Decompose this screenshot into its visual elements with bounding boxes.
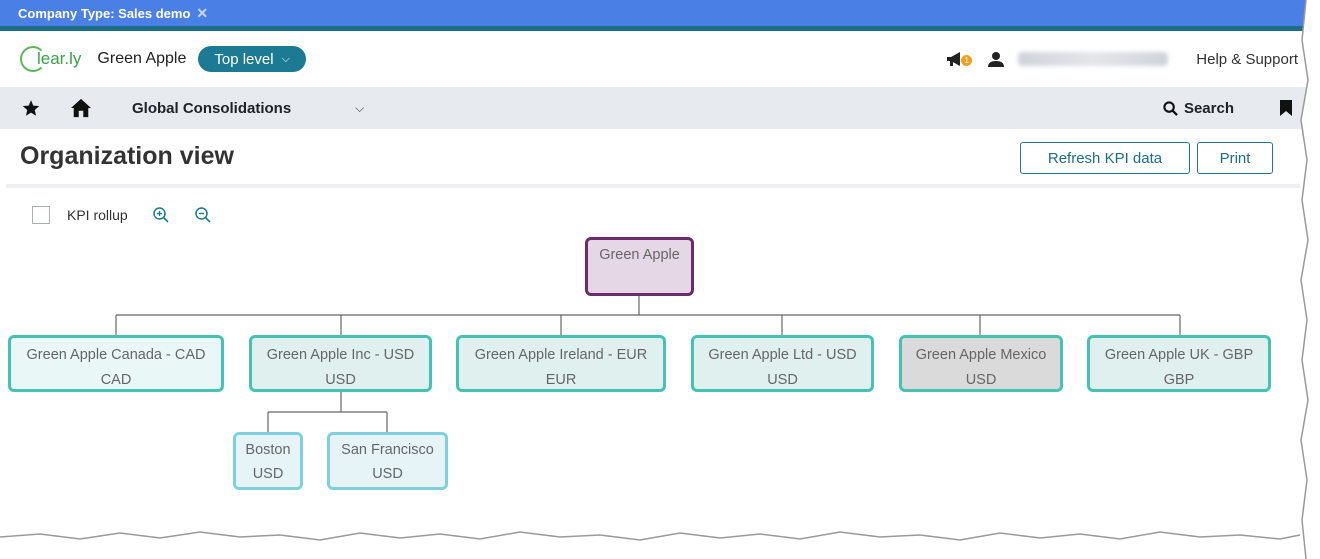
torn-edge-right <box>1300 0 1320 559</box>
level-label: Top level <box>214 50 274 68</box>
chevron-down-icon: ⌵ <box>281 52 290 65</box>
star-icon[interactable] <box>22 99 40 117</box>
node-currency: USD <box>767 372 798 388</box>
page-title: Organization view <box>20 142 234 170</box>
home-icon[interactable] <box>70 98 92 118</box>
org-node-ltd[interactable]: Green Apple Ltd - USD USD <box>691 335 874 392</box>
notification-badge: 1 <box>961 55 973 66</box>
print-button[interactable]: Print <box>1197 142 1273 174</box>
org-node-inc[interactable]: Green Apple Inc - USD USD <box>249 335 432 392</box>
help-support-link[interactable]: Help & Support <box>1196 50 1298 68</box>
kpi-rollup-checkbox[interactable] <box>32 206 50 224</box>
announcements-button[interactable]: 1 <box>946 51 973 67</box>
node-currency: GBP <box>1163 372 1195 388</box>
section-divider <box>6 184 1300 188</box>
zoom-in-icon[interactable] <box>152 206 170 224</box>
org-node-ireland[interactable]: Green Apple Ireland - EUR EUR <box>456 335 666 392</box>
node-currency: CAD <box>100 372 132 388</box>
torn-edge-bottom <box>0 531 1320 559</box>
header-accent-strip <box>0 26 1306 31</box>
chart-toolbar: KPI rollup <box>32 206 212 224</box>
node-currency: USD <box>965 372 997 388</box>
node-currency: EUR <box>545 372 577 388</box>
module-title[interactable]: Global Consolidations <box>132 99 292 117</box>
node-name: Green Apple UK - GBP <box>1104 347 1254 363</box>
org-node-root[interactable]: Green Apple <box>585 237 694 296</box>
user-name-redacted[interactable] <box>1018 52 1169 66</box>
node-name: Green Apple Ltd - USD <box>708 347 857 363</box>
node-name: San Francisco <box>341 442 434 458</box>
logo-mark <box>20 46 46 72</box>
bookmark-icon[interactable] <box>1280 100 1292 116</box>
search-icon <box>1163 100 1178 116</box>
org-node-boston[interactable]: Boston USD <box>233 432 303 490</box>
refresh-kpi-button[interactable]: Refresh KPI data <box>1020 142 1190 174</box>
kpi-rollup-label: KPI rollup <box>67 207 128 223</box>
node-name: Green Apple Mexico <box>915 347 1047 363</box>
chevron-down-icon[interactable]: ⌵ <box>355 100 365 115</box>
nav-bar: Global Consolidations ⌵ Search <box>0 87 1306 129</box>
close-icon[interactable]: ✕ <box>196 4 209 21</box>
org-node-uk[interactable]: Green Apple UK - GBP GBP <box>1087 335 1271 392</box>
search-button[interactable]: Search <box>1163 100 1234 117</box>
node-currency: USD <box>372 466 403 482</box>
level-dropdown[interactable]: Top level ⌵ <box>198 46 306 72</box>
megaphone-icon <box>947 52 961 66</box>
org-node-san-francisco[interactable]: San Francisco USD <box>327 432 448 490</box>
clearly-logo[interactable]: lear.ly <box>20 46 81 72</box>
filter-bar: Company Type: Sales demo ✕ <box>0 0 1306 26</box>
node-name: Green Apple <box>599 247 680 263</box>
node-currency: USD <box>252 466 284 482</box>
zoom-out-icon[interactable] <box>194 206 212 224</box>
node-currency: USD <box>325 372 356 388</box>
node-name: Green Apple Inc - USD <box>266 347 415 363</box>
logo-text: lear.ly <box>37 49 82 68</box>
search-label: Search <box>1183 99 1234 117</box>
user-icon[interactable] <box>988 51 1005 67</box>
org-node-canada[interactable]: Green Apple Canada - CAD CAD <box>8 335 224 392</box>
filter-label: Company Type: Sales demo <box>18 5 191 21</box>
company-name: Green Apple <box>97 50 187 67</box>
node-name: Green Apple Ireland - EUR <box>474 347 648 363</box>
org-node-mexico[interactable]: Green Apple Mexico USD <box>899 335 1063 392</box>
app-header: lear.ly Green Apple Top level ⌵ 1 Help &… <box>0 31 1306 87</box>
node-name: Boston <box>245 442 291 458</box>
node-name: Green Apple Canada - CAD <box>26 347 206 363</box>
